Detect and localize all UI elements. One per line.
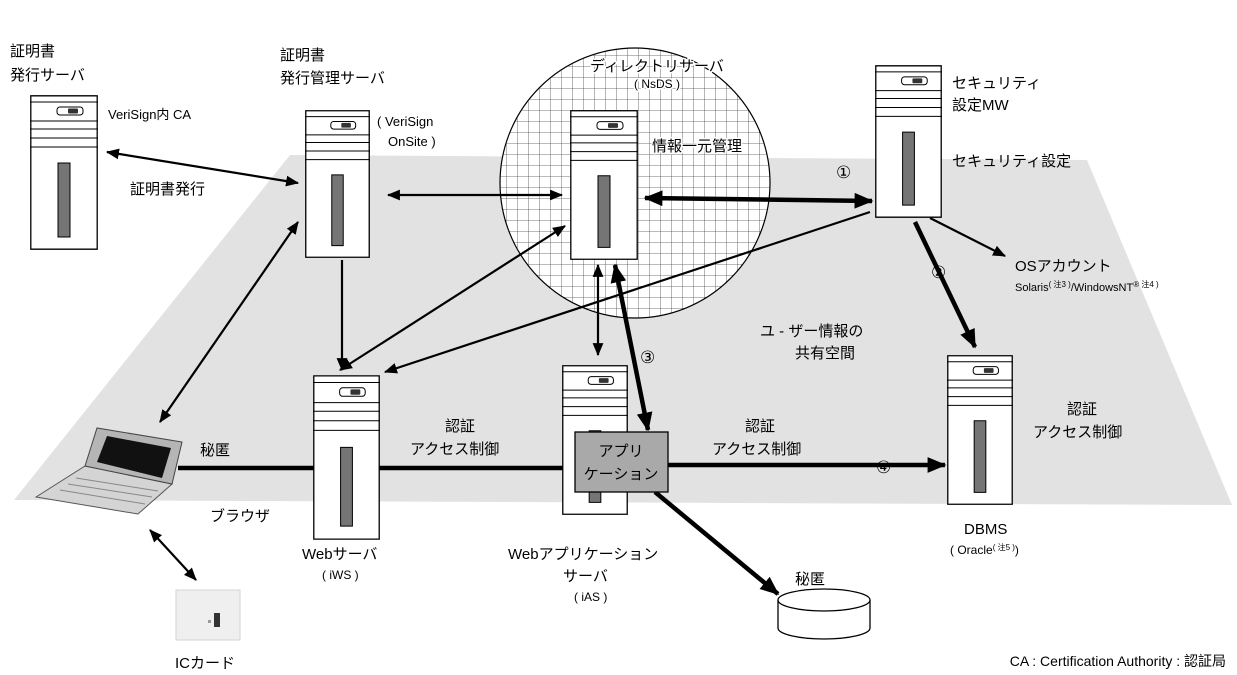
cert-mgmt-title-line2: 発行管理サーバ — [280, 70, 385, 87]
step-1: ① — [836, 163, 851, 182]
shared-space-label-line1: ユ - ザー情報の — [760, 323, 863, 340]
disk-icon — [778, 589, 870, 639]
directory-product: ( NsDS ) — [634, 77, 680, 91]
os-note4: ® 注4 ) — [1133, 279, 1159, 289]
application-label-line2: ケーション — [584, 466, 659, 483]
dbms-product-name: ( Oracle — [950, 543, 993, 557]
dbms-server-icon — [947, 356, 1013, 504]
certificate-management-server-icon — [305, 111, 370, 257]
os-solaris: Solaris — [1015, 282, 1049, 294]
step-4: ④ — [876, 458, 891, 477]
web-auth-line1: 認証 — [445, 418, 475, 435]
step-3: ③ — [640, 348, 655, 367]
cert-server-note: VeriSign内 CA — [108, 107, 191, 122]
web-server-icon — [313, 376, 380, 539]
app-server-title-line1: Webアプリケーション — [508, 546, 658, 563]
security-mw-role: セキュリティ設定 — [952, 153, 1071, 170]
dbms-title: DBMS — [964, 521, 1007, 538]
directory-role: 情報一元管理 — [652, 138, 742, 155]
arrow-directory-security — [645, 198, 872, 201]
cert-server-title-line2: 発行サーバ — [10, 67, 85, 84]
security-mw-title-line1: セキュリティ — [952, 75, 1041, 92]
footnote: CA : Certification Authority : 認証局 — [1010, 653, 1226, 669]
web-server-product: ( iWS ) — [322, 568, 359, 582]
browser-label: ブラウザ — [210, 507, 270, 525]
application-label-line1: アプリ — [598, 443, 643, 460]
app-server-title-line2: サーバ — [563, 568, 608, 585]
dbms-note5: ( 注5 ) — [993, 542, 1016, 552]
dbms-product: ( Oracle( 注5 )) — [950, 542, 1019, 557]
cert-issue-label: 証明書発行 — [130, 181, 205, 198]
browser-link-label: 秘匿 — [200, 442, 230, 459]
security-mw-server-icon — [875, 66, 942, 217]
arrow-browser-iccard — [150, 530, 196, 580]
ic-card-label: ICカード — [175, 655, 235, 672]
os-windows: /WindowsNT — [1071, 282, 1134, 294]
storage-label: 秘匿 — [795, 571, 825, 588]
directory-server-icon — [570, 111, 638, 259]
arrow-application-storage — [655, 492, 778, 594]
app-auth-line1: 認証 — [745, 418, 775, 435]
app-auth-line2: アクセス制御 — [712, 441, 801, 458]
app-server-product: ( iAS ) — [574, 590, 607, 604]
cert-mgmt-title-line1: 証明書 — [280, 47, 325, 64]
web-server-title: Webサーバ — [302, 546, 377, 563]
cert-mgmt-note-line1: ( VeriSign — [377, 114, 433, 129]
certificate-issuing-server-icon — [30, 96, 98, 249]
step-2: ② — [931, 263, 946, 282]
arrow-cert-issue — [107, 152, 298, 183]
cert-mgmt-note-line2: OnSite ) — [388, 134, 436, 149]
dbms-auth-line1: 認証 — [1067, 401, 1097, 418]
dbms-product-close: ) — [1015, 543, 1019, 557]
dbms-auth-line2: アクセス制御 — [1033, 424, 1122, 441]
web-auth-line2: アクセス制御 — [410, 441, 499, 458]
application-box — [575, 432, 668, 492]
security-mw-title-line2: 設定MW — [952, 97, 1009, 114]
shared-space-label-line2: 共有空間 — [795, 345, 855, 362]
os-note3: ( 注3 ) — [1049, 279, 1072, 289]
directory-title: ディレクトリサーバ — [590, 57, 724, 75]
ic-card-icon — [176, 590, 240, 640]
os-account-title: OSアカウント — [1015, 258, 1112, 275]
cert-server-title-line1: 証明書 — [10, 43, 55, 60]
